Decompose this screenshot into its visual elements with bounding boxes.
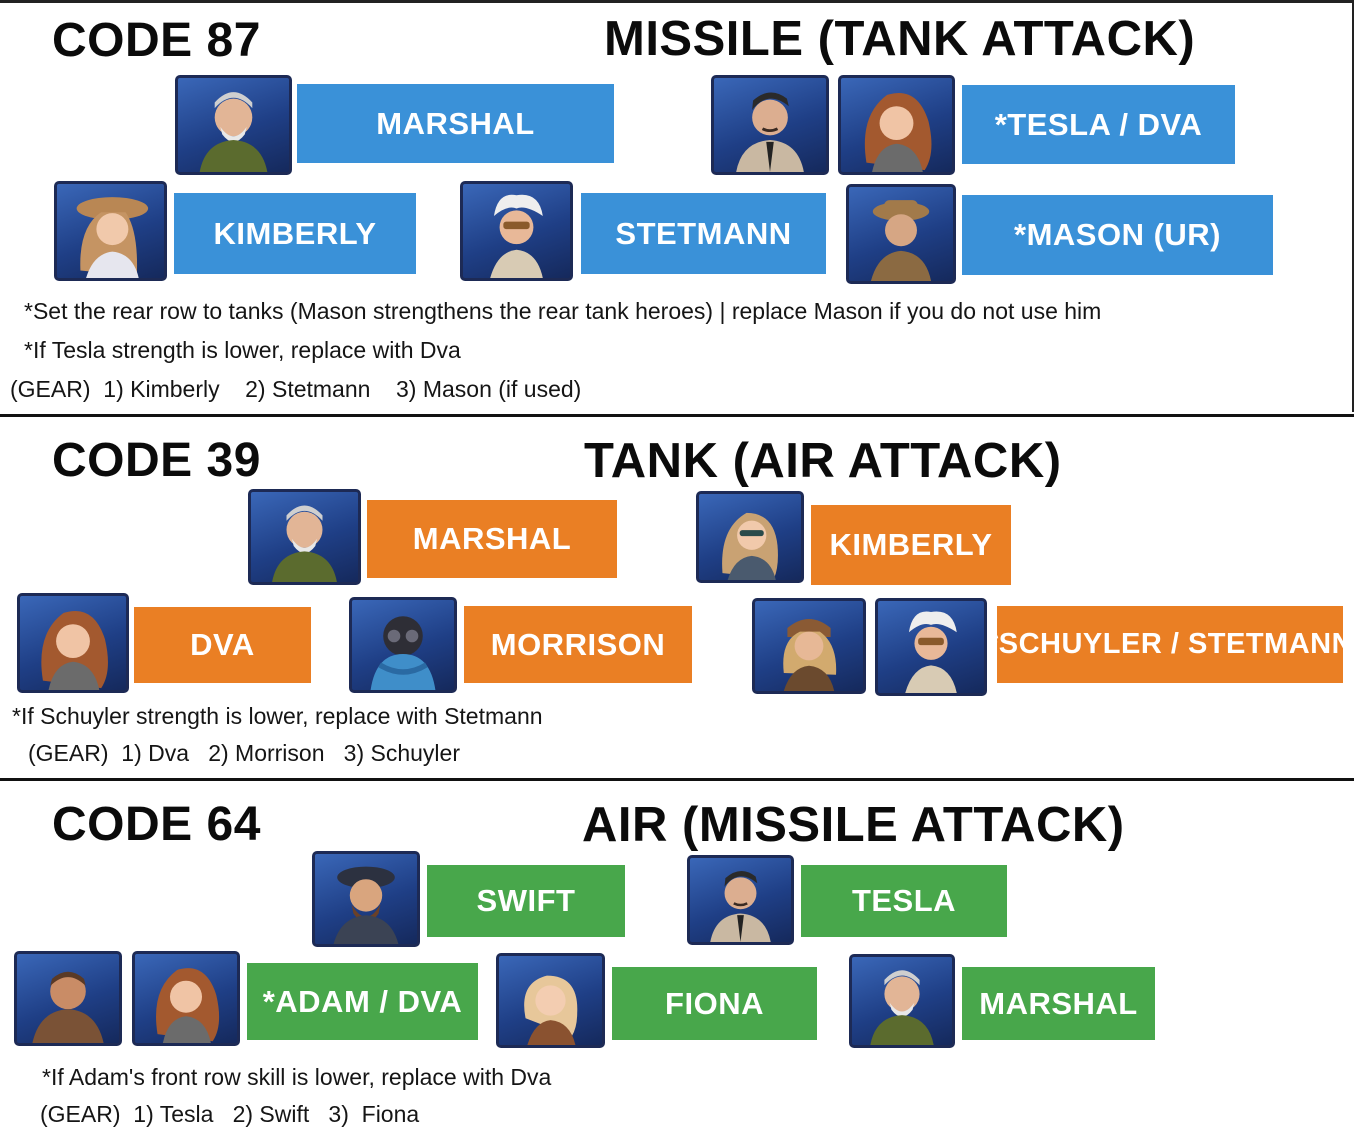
hero-bar-marshal: MARSHAL: [962, 967, 1155, 1040]
hero-bar-morrison: MORRISON: [464, 606, 692, 683]
hero-portrait-morrison: [349, 597, 457, 693]
hero-portrait-tesla: [711, 75, 829, 175]
hero-bar-mason: *MASON (UR): [962, 195, 1273, 275]
hero-portrait-kimberly: [696, 491, 804, 583]
section-title: MISSILE (TANK ATTACK): [604, 12, 1196, 66]
hero-portrait-dva: [17, 593, 129, 693]
hero-portrait-marshal-icon: [870, 970, 934, 1045]
hero-bar-swift: SWIFT: [427, 865, 625, 937]
hero-portrait-tesla-icon: [736, 92, 804, 172]
hero-portrait-marshal: [248, 489, 361, 585]
hero-portrait-adam: [14, 951, 122, 1046]
hero-bar-tesla: TESLA: [801, 865, 1007, 937]
lineup-section-code-39: CODE 39 TANK (AIR ATTACK) MARSHAL KIMBER…: [0, 414, 1354, 776]
hero-portrait-stetmann-icon: [490, 194, 543, 278]
section-code: CODE 39: [52, 434, 261, 487]
hero-bar-marshal: MARSHAL: [297, 84, 614, 163]
hero-portrait-fiona: [496, 953, 605, 1048]
hero-portrait-tesla-icon: [710, 870, 771, 942]
gear-priority: (GEAR) 1) Tesla 2) Swift 3) Fiona: [40, 1101, 420, 1127]
hero-bar-adam-dva: *ADAM / DVA: [247, 963, 478, 1040]
hero-portrait-adam-icon: [32, 971, 104, 1043]
hero-bar-kimberly: KIMBERLY: [811, 505, 1011, 585]
hero-portrait-schuyler: [752, 598, 866, 694]
section-title: AIR (MISSILE ATTACK): [582, 798, 1125, 852]
hero-bar-tesla-dva: *TESLA / DVA: [962, 85, 1235, 164]
section-code: CODE 87: [52, 14, 261, 67]
hero-portrait-marshal-icon: [272, 505, 337, 582]
section-note: *If Adam's front row skill is lower, rep…: [42, 1064, 552, 1090]
hero-portrait-mason: [846, 184, 956, 284]
hero-portrait-kimberly: [54, 181, 167, 281]
gear-priority: (GEAR) 1) Kimberly 2) Stetmann 3) Mason …: [10, 376, 582, 402]
hero-portrait-dva: [838, 75, 955, 175]
section-title: TANK (AIR ATTACK): [584, 434, 1062, 488]
hero-portrait-marshal-icon: [199, 92, 268, 172]
hero-portrait-morrison-icon: [370, 616, 436, 690]
hero-portrait-dva-icon: [41, 610, 108, 690]
hero-portrait-stetmann: [460, 181, 573, 281]
hero-portrait-mason-icon: [870, 200, 932, 281]
hero-portrait-kimberly-icon: [722, 512, 778, 580]
lineup-section-code-64: CODE 64 AIR (MISSILE ATTACK) SWIFT TESLA…: [0, 778, 1354, 1142]
hero-portrait-dva: [132, 951, 240, 1046]
gear-priority: (GEAR) 1) Dva 2) Morrison 3) Schuyler: [28, 740, 460, 766]
lineup-section-code-87: CODE 87 MISSILE (TANK ATTACK) MARSHAL *T…: [0, 0, 1354, 412]
hero-bar-fiona: FIONA: [612, 967, 817, 1040]
hero-bar-schuyler-stetmann: *SCHUYLER / STETMANN: [987, 606, 1353, 683]
hero-portrait-swift-icon: [333, 866, 399, 944]
hero-bar-stetmann: STETMANN: [581, 193, 826, 274]
hero-portrait-fiona-icon: [524, 975, 578, 1045]
section-note: *If Tesla strength is lower, replace wit…: [24, 337, 461, 363]
hero-portrait-marshal: [849, 954, 955, 1048]
hero-bar-kimberly: KIMBERLY: [174, 193, 416, 274]
hero-bar-marshal: MARSHAL: [367, 500, 617, 578]
hero-portrait-schuyler-icon: [783, 619, 837, 691]
hero-portrait-dva-icon: [864, 92, 932, 172]
hero-bar-dva: DVA: [134, 607, 311, 683]
section-note: *Set the rear row to tanks (Mason streng…: [24, 298, 1102, 324]
hero-portrait-marshal: [175, 75, 292, 175]
hero-portrait-tesla: [687, 855, 794, 945]
hero-portrait-dva-icon: [156, 968, 220, 1043]
hero-portrait-swift: [312, 851, 420, 947]
section-note: *If Schuyler strength is lower, replace …: [12, 703, 543, 729]
section-code: CODE 64: [52, 798, 261, 851]
hero-portrait-stetmann-icon: [905, 611, 957, 693]
hero-portrait-stetmann: [875, 598, 987, 696]
hero-portrait-kimberly-icon: [76, 197, 149, 278]
